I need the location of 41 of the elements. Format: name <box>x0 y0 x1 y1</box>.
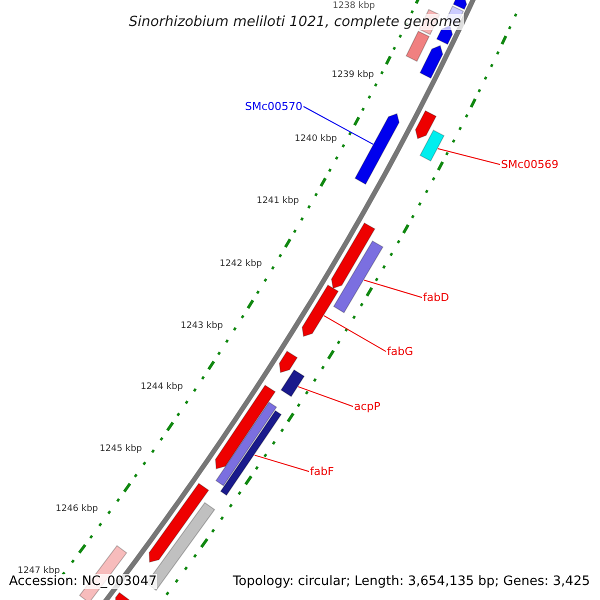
accession-text: Accession: NC_003047 <box>9 574 157 589</box>
tick-label: 1246 kbp <box>56 504 98 514</box>
tick-label: 1244 kbp <box>140 382 183 392</box>
tick-label: 1247 kbp <box>18 566 60 576</box>
gene-label: acpP <box>354 400 380 413</box>
leader-line <box>364 280 422 298</box>
leader-line <box>323 315 386 352</box>
leader-line <box>303 106 374 145</box>
leader-line <box>254 454 310 472</box>
gene-bar <box>419 130 445 162</box>
gene-bar <box>214 384 276 470</box>
gene-bar <box>414 110 437 140</box>
gene-bar <box>302 284 339 338</box>
tick-label: 1242 kbp <box>220 259 262 269</box>
gene-label: fabF <box>310 465 334 478</box>
leader-line <box>298 386 354 407</box>
leader-line <box>437 148 500 165</box>
gene-bar <box>330 222 376 289</box>
tick-label: 1243 kbp <box>180 321 223 331</box>
tick-label: 1239 kbp <box>332 70 374 80</box>
gene-bar <box>278 350 298 374</box>
gene-label: SMc00569 <box>501 158 559 171</box>
gene-bar <box>406 30 430 62</box>
gene-label: fabD <box>423 291 450 304</box>
tick-label: 1241 kbp <box>256 196 299 206</box>
gene-label: SMc00570 <box>245 100 303 113</box>
gene-bar <box>115 592 130 600</box>
gene-bar <box>215 402 278 486</box>
gene-bar <box>148 482 210 563</box>
title: Sinorhizobium meliloti 1021, complete genome <box>126 14 464 30</box>
tick-label: 1238 kbp <box>332 1 375 11</box>
gene-label: fabG <box>387 345 414 358</box>
gene-bar <box>220 410 282 496</box>
gene-bar <box>333 240 384 314</box>
gene-bar <box>280 369 305 398</box>
tick-label: 1240 kbp <box>294 134 337 144</box>
summary-text: Topology: circular; Length: 3,654,135 bp; Genes: 3,425 <box>232 574 590 589</box>
tick-label: 1245 kbp <box>100 444 142 454</box>
gene-bar <box>419 44 444 79</box>
gene-bar <box>452 0 468 10</box>
gene-bar <box>354 113 400 185</box>
